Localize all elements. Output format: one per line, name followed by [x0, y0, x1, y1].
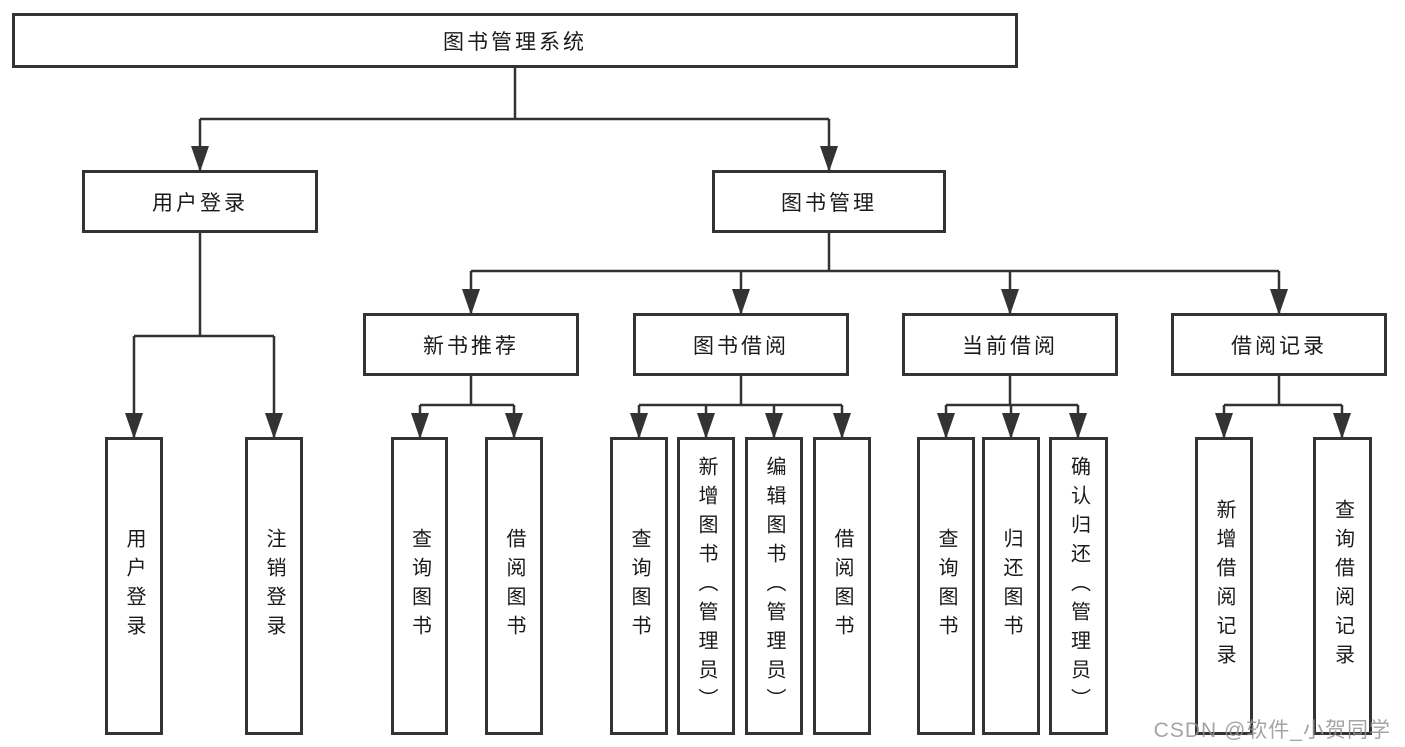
leaf-edit-books-admin: 编辑图书（管理员）	[745, 437, 803, 735]
leaf-return-books: 归还图书	[982, 437, 1040, 735]
leaf-user-login: 用户登录	[105, 437, 163, 735]
leaf-query-books-3: 查询图书	[917, 437, 975, 735]
leaf-borrow-books-1: 借阅图书	[485, 437, 543, 735]
leaf-query-books-1-label: 查询图书	[408, 528, 431, 644]
node-borrow-records: 借阅记录	[1171, 313, 1387, 376]
node-current-borrow: 当前借阅	[902, 313, 1118, 376]
node-new-book-recommend: 新书推荐	[363, 313, 579, 376]
csdn-watermark: CSDN @软件_小贺同学	[1153, 719, 1391, 742]
leaf-user-login-label: 用户登录	[123, 528, 145, 644]
leaf-query-books-1: 查询图书	[391, 437, 448, 735]
leaf-query-borrow-record: 查询借阅记录	[1313, 437, 1372, 735]
leaf-add-books-admin-label: 新增图书（管理员）	[695, 455, 717, 717]
node-user-login: 用户登录	[82, 170, 318, 233]
node-book-management: 图书管理	[712, 170, 946, 233]
leaf-logout-label: 注销登录	[263, 528, 285, 644]
node-new-book-recommend-label: 新书推荐	[423, 334, 519, 358]
leaf-borrow-books-1-label: 借阅图书	[503, 528, 525, 644]
node-book-borrow-label: 图书借阅	[693, 334, 789, 358]
leaf-add-books-admin: 新增图书（管理员）	[677, 437, 735, 735]
leaf-confirm-return-admin-label: 确认归还（管理员）	[1067, 455, 1090, 717]
leaf-return-books-label: 归还图书	[1000, 528, 1022, 644]
leaf-logout: 注销登录	[245, 437, 303, 735]
leaf-query-books-2-label: 查询图书	[628, 528, 650, 644]
node-borrow-records-label: 借阅记录	[1231, 334, 1327, 358]
node-user-login-label: 用户登录	[152, 191, 248, 215]
leaf-query-borrow-record-label: 查询借阅记录	[1331, 499, 1354, 673]
node-current-borrow-label: 当前借阅	[962, 334, 1058, 358]
node-book-borrow: 图书借阅	[633, 313, 849, 376]
leaf-query-books-3-label: 查询图书	[935, 528, 957, 644]
leaf-add-borrow-record-label: 新增借阅记录	[1213, 499, 1235, 673]
node-root-system: 图书管理系统	[12, 13, 1018, 68]
leaf-add-borrow-record: 新增借阅记录	[1195, 437, 1253, 735]
leaf-query-books-2: 查询图书	[610, 437, 668, 735]
leaf-borrow-books-2: 借阅图书	[813, 437, 871, 735]
node-root-label: 图书管理系统	[443, 30, 587, 54]
leaf-confirm-return-admin: 确认归还（管理员）	[1049, 437, 1108, 735]
connector-arrows	[125, 119, 1351, 439]
leaf-borrow-books-2-label: 借阅图书	[831, 528, 853, 644]
node-book-management-label: 图书管理	[781, 191, 877, 215]
leaf-edit-books-admin-label: 编辑图书（管理员）	[763, 455, 785, 717]
